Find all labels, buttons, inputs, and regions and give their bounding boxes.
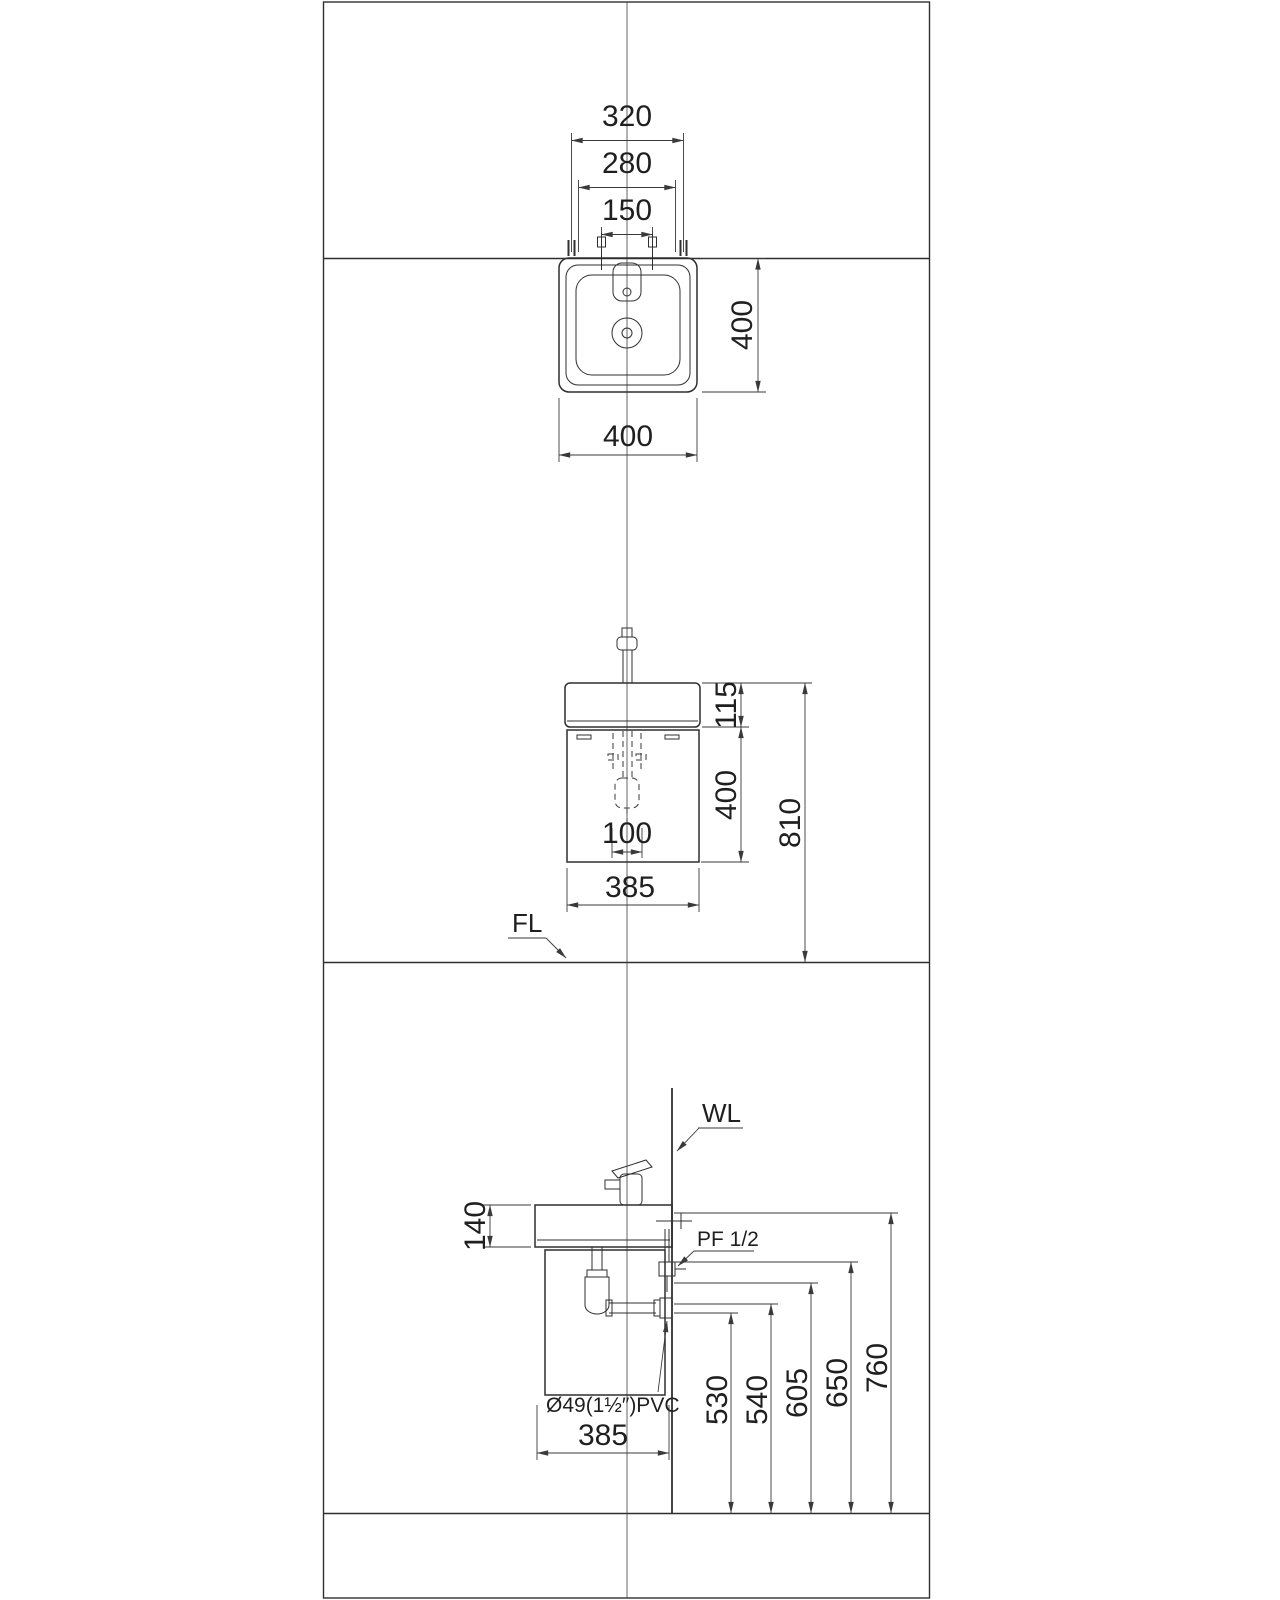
drain-pipe-label: Ø49(1½″)PVC — [546, 1394, 680, 1417]
dim-text-side-385: 385 — [578, 1419, 628, 1452]
dim-text-605: 605 — [781, 1368, 814, 1418]
supply-size-label: PF 1/2 — [697, 1228, 759, 1251]
cabinet-front — [566, 729, 700, 863]
sink-side — [534, 1204, 673, 1396]
dim-text-280: 280 — [602, 147, 652, 180]
border-rect — [322, 1, 931, 1599]
faucet-body-front — [622, 649, 633, 684]
dim-text-760: 760 — [861, 1343, 894, 1393]
cabinet-side — [544, 1249, 666, 1396]
mount-nut-right — [635, 753, 647, 761]
dim-text-front-385: 385 — [605, 871, 655, 904]
supply-pipe — [664, 1229, 670, 1262]
faucet-plan — [612, 262, 642, 302]
trap-outlet-pipe — [609, 1302, 656, 1314]
wall-line-label: WL — [702, 1098, 741, 1128]
sink-plan-outer-rim — [558, 257, 698, 393]
label-underlines — [508, 937, 754, 1252]
dim-text-100: 100 — [602, 817, 652, 850]
faucet-spout-side — [604, 1179, 621, 1190]
supply-side — [656, 1213, 692, 1292]
drain-center-plan — [621, 327, 633, 339]
dim-text-150: 150 — [602, 194, 652, 227]
plan-mounting-hardware — [567, 233, 688, 270]
sink-front — [564, 682, 701, 863]
mount-nut-left — [607, 753, 619, 761]
faucet-lever-side — [611, 1159, 653, 1179]
dim-text-810: 810 — [774, 798, 807, 848]
tailpiece-nut — [586, 1269, 608, 1278]
plan-view: 320 280 150 400 400 — [558, 100, 766, 462]
faucet-bolt-left — [597, 236, 606, 248]
trap-side — [584, 1247, 673, 1319]
wall-clip-marks — [567, 240, 688, 256]
sink-plan-inner-rim — [565, 264, 691, 386]
faucet-bolt-right — [648, 236, 657, 248]
outlet-nut-left — [605, 1299, 613, 1317]
outlet-nut-right — [653, 1299, 661, 1317]
dim-text-320: 320 — [602, 100, 652, 133]
dim-text-plan-depth-400: 400 — [726, 300, 759, 350]
side-view: 140 530 540 605 650 760 385 WL PF 1/2 Ø4… — [459, 1088, 898, 1514]
bottle-trap — [584, 1276, 610, 1315]
drain-hole-plan — [611, 317, 643, 349]
valve-handle-and-outlet — [666, 1268, 686, 1292]
basin-side — [534, 1204, 673, 1248]
dim-text-115: 115 — [710, 681, 743, 729]
drawing-frame — [322, 1, 931, 1599]
front-view: 115 400 810 100 385 FL — [512, 627, 812, 963]
supply-leader — [677, 1250, 695, 1267]
dim-text-plan-width-400: 400 — [603, 420, 653, 453]
faucet-spout-plan — [622, 287, 632, 297]
faucet-side — [604, 1159, 653, 1206]
floor-line-leader — [545, 937, 567, 959]
floor-line-label: FL — [512, 908, 542, 938]
front-extension-lines — [566, 682, 812, 912]
tailpiece-pipe — [591, 1247, 603, 1270]
cabinet-handle-left — [576, 734, 592, 740]
sink-plan — [558, 257, 698, 393]
cabinet-handle-right — [664, 734, 680, 740]
plan-extension-lines — [558, 133, 766, 462]
drain-pipe-hidden — [622, 731, 633, 778]
drain-pipe-leader — [657, 1320, 669, 1393]
mount-bolts-hidden — [612, 733, 642, 772]
faucet-bolt-lines — [601, 233, 653, 270]
dim-text-front-400: 400 — [710, 770, 743, 820]
side-extension-lines — [483, 1204, 898, 1460]
hidden-plumbing-front — [607, 731, 647, 824]
dim-text-650: 650 — [821, 1358, 854, 1408]
dim-text-140: 140 — [459, 1201, 492, 1251]
dim-text-540: 540 — [741, 1375, 774, 1425]
wall-line-leader — [676, 1127, 700, 1152]
wall-supply-tee — [656, 1213, 692, 1229]
wall-drain-flange — [659, 1297, 673, 1319]
faucet-body-side — [619, 1173, 643, 1206]
sink-plan-basin — [575, 274, 681, 376]
basin-front — [564, 682, 701, 728]
dim-text-530: 530 — [701, 1375, 734, 1425]
